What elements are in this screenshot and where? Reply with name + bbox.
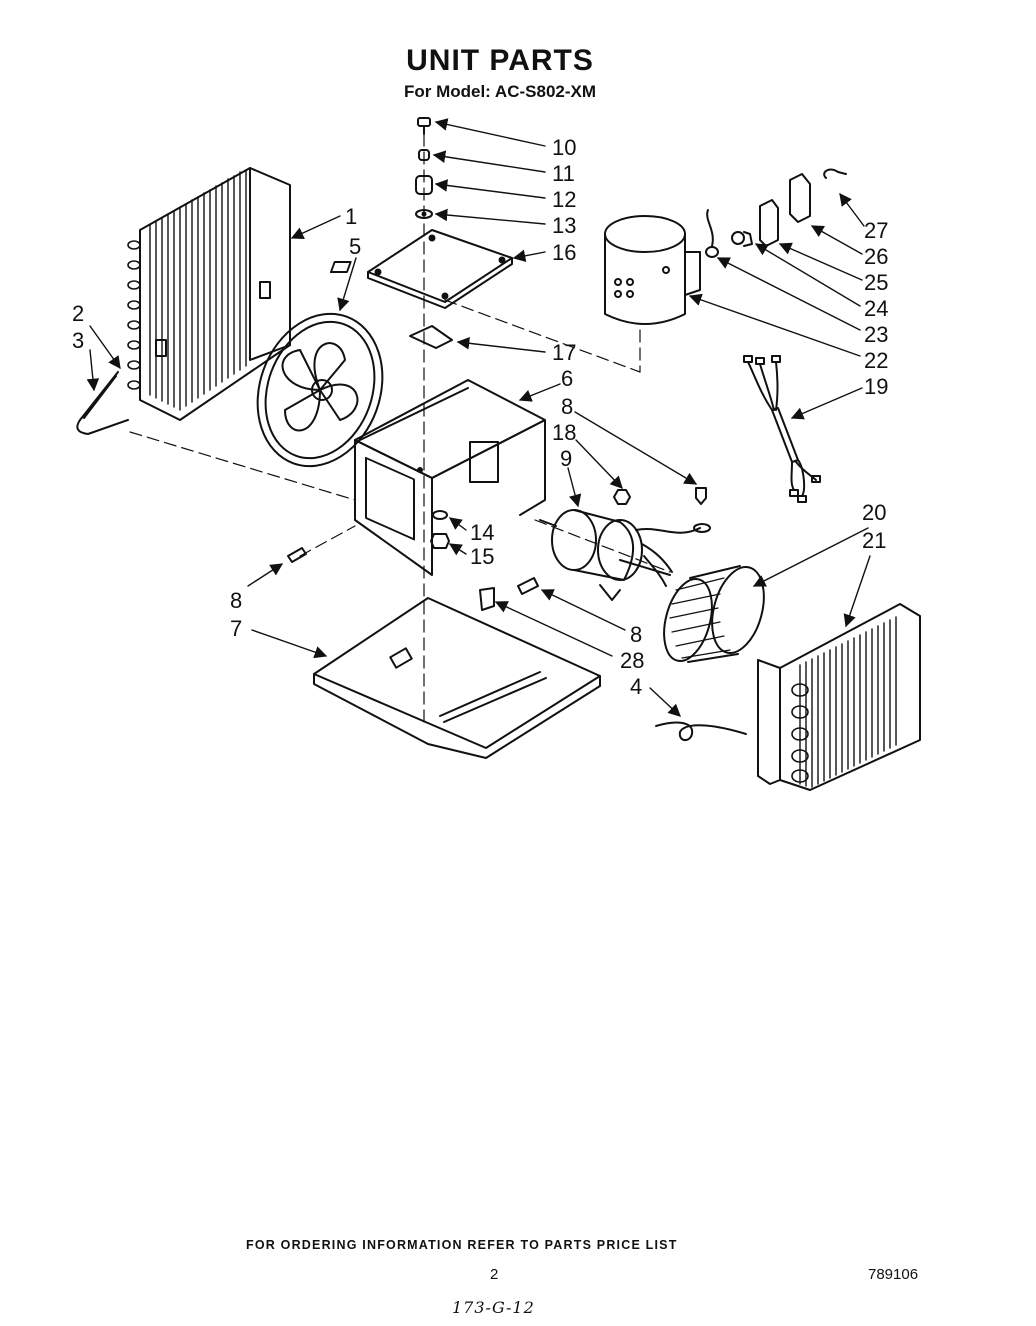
- callout-12: 12: [552, 187, 576, 212]
- bracket: [479, 587, 495, 611]
- callout-15: 15: [470, 544, 494, 569]
- model-subtitle: For Model: AC-S802-XM: [403, 82, 597, 101]
- callout-2: 2: [72, 301, 84, 326]
- screw: [287, 487, 707, 595]
- condenser-coil: [127, 167, 291, 421]
- blower-wheel: [663, 565, 765, 663]
- callout-4: 4: [630, 674, 642, 699]
- callout-13: 13: [552, 213, 576, 238]
- ordering-info-note: FOR ORDERING INFORMATION REFER TO PARTS …: [246, 1238, 678, 1252]
- callout-17: 17: [552, 340, 576, 365]
- compressor: [604, 215, 701, 325]
- callout-22: 22: [864, 348, 888, 373]
- callout-10: 10: [552, 135, 576, 160]
- condenser-fan-shroud: [256, 312, 384, 468]
- callout-28: 28: [620, 648, 644, 673]
- leader-lines: [86, 118, 871, 717]
- callout-21: 21: [862, 528, 886, 553]
- callout-16: 16: [552, 240, 576, 265]
- callout-19: 19: [864, 374, 888, 399]
- fan-motor: [539, 489, 711, 601]
- callout-24: 24: [864, 296, 888, 321]
- nut-and-washer: [430, 510, 450, 549]
- chassis-frame: [354, 379, 546, 576]
- capillary-tube: [655, 721, 747, 741]
- callout-11: 11: [552, 161, 575, 186]
- screw-stack: [415, 117, 433, 219]
- handwritten-annotation: 173-G-12: [452, 1298, 535, 1317]
- callout-23: 23: [864, 322, 888, 347]
- callout-6: 6: [561, 366, 573, 391]
- evaporator-coil: [757, 603, 921, 791]
- callout-27: 27: [864, 218, 888, 243]
- callout-3: 3: [72, 328, 84, 353]
- callout-5: 5: [349, 234, 361, 259]
- callout-numbers: 10 11 12 13 16 1 5 2 3 17 6 8 18 9 14 15…: [72, 135, 888, 699]
- compressor-terminal-parts: [705, 168, 847, 258]
- callout-7: 7: [230, 616, 242, 641]
- callout-14: 14: [470, 520, 494, 545]
- page-title: UNIT PARTS: [406, 44, 594, 77]
- callout-9: 9: [560, 446, 572, 471]
- wire-harness: [743, 355, 821, 503]
- callout-8-lower: 8: [630, 622, 642, 647]
- callout-8-left: 8: [230, 588, 242, 613]
- callout-8-upper: 8: [561, 394, 573, 419]
- mounting-plate: [329, 229, 513, 309]
- base-pan: [313, 597, 601, 759]
- document-number: 789106: [868, 1266, 919, 1283]
- assembly-centerlines: [129, 133, 671, 729]
- callout-20: 20: [862, 500, 886, 525]
- callout-25: 25: [864, 270, 888, 295]
- callout-1: 1: [345, 204, 357, 229]
- callout-26: 26: [864, 244, 888, 269]
- page-number: 2: [490, 1266, 499, 1283]
- callout-18: 18: [552, 420, 576, 445]
- capillary-tube: [76, 371, 129, 435]
- spring-clip: [409, 325, 453, 349]
